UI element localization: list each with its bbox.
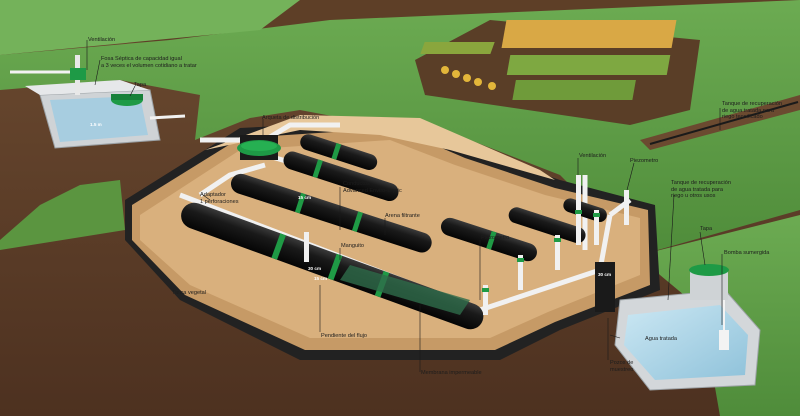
label-tapa-tank: Tapa <box>700 226 713 232</box>
label-pozos-line2: muestreo <box>610 366 634 373</box>
irrigation-line <box>649 101 799 145</box>
sampling-well <box>595 262 615 312</box>
label-tierra-vegetal: Tierra vegetal <box>172 290 206 296</box>
label-ventilacion-field: Ventilación <box>579 153 607 159</box>
dim-fosa-depth: 1.5 m <box>90 122 102 127</box>
label-adaptador-line1: Adaptador <box>200 192 226 198</box>
infiltration-pipes <box>181 134 607 330</box>
label-tanque-otros: Tanque de recuperación de agua tratada p… <box>671 180 731 200</box>
leader-lines <box>86 40 723 372</box>
label-piezometro-mid: Piezometro <box>481 235 510 241</box>
label-adaptador-line2: 1 perforaciones <box>200 198 239 205</box>
label-tanque-riego-line1: Tanque de recuperación <box>722 101 783 107</box>
label-pozos-line1: Pozos de <box>610 360 634 366</box>
dim-pozo-depth: 30 cm <box>598 272 612 277</box>
grass-surface-corner <box>0 0 300 55</box>
label-fosa-line1: Fosa Séptica de capacidad igual <box>101 56 182 62</box>
label-agua-tratada: Agua tratada <box>645 336 678 342</box>
garden-plants <box>420 20 677 100</box>
label-tanque-riego-line3: riego tecnificado <box>722 114 763 121</box>
dim-trench-depth: 15 cm <box>298 195 312 200</box>
label-tanque-otros-line1: Tanque de recuperación <box>671 180 732 186</box>
label-adaptador: Adaptador 1 perforaciones <box>200 192 239 205</box>
label-arqueta: Arqueta de distribución <box>262 115 320 121</box>
label-bomba: Bomba sumergida <box>724 250 770 256</box>
label-tapa-septic: Tapa <box>134 82 147 88</box>
label-piezometro-field: Piezometro <box>630 158 659 164</box>
submersible-pump <box>719 330 729 350</box>
label-pendiente: Pendiente del flujo <box>321 333 368 339</box>
label-conductos: Conductos Advanced Enviro-septic <box>343 181 402 194</box>
label-pozos: Pozos de muestreo <box>610 360 633 373</box>
label-tanque-riego: Tanque de recuperación de agua tratada p… <box>722 101 782 121</box>
recovery-tank-lid <box>689 264 729 276</box>
label-fosa-line2: a 3 veces el volumen cotidiano a tratar <box>101 62 197 69</box>
label-manguito: Manguito <box>341 243 365 249</box>
septic-tank <box>10 55 186 149</box>
label-tanque-otros-line3: riego u otros usos <box>671 193 716 200</box>
recovery-tank-right <box>614 264 761 391</box>
label-ventilacion-septic: Ventilación <box>88 37 116 43</box>
label-tanque-riego-line2: de agua tratada para <box>722 107 774 114</box>
label-conductos-line2: Advanced Enviro-septic <box>343 187 402 194</box>
grass-surface-left <box>0 180 125 250</box>
label-membrana: Membrana impermeable <box>421 370 482 376</box>
distribution-box <box>237 135 281 160</box>
dim-sand-depth-2: 15 cm <box>314 276 328 281</box>
label-arena: Arena filtrante <box>385 213 420 219</box>
label-fosa-septica: Fosa Séptica de capacidad igual a 3 vece… <box>101 56 197 69</box>
dim-sand-depth-1: 30 cm <box>308 266 322 271</box>
label-conductos-line1: Conductos <box>343 181 370 187</box>
label-tanque-otros-line2: de agua tratada para <box>671 186 723 193</box>
pipe-caps <box>482 210 600 292</box>
